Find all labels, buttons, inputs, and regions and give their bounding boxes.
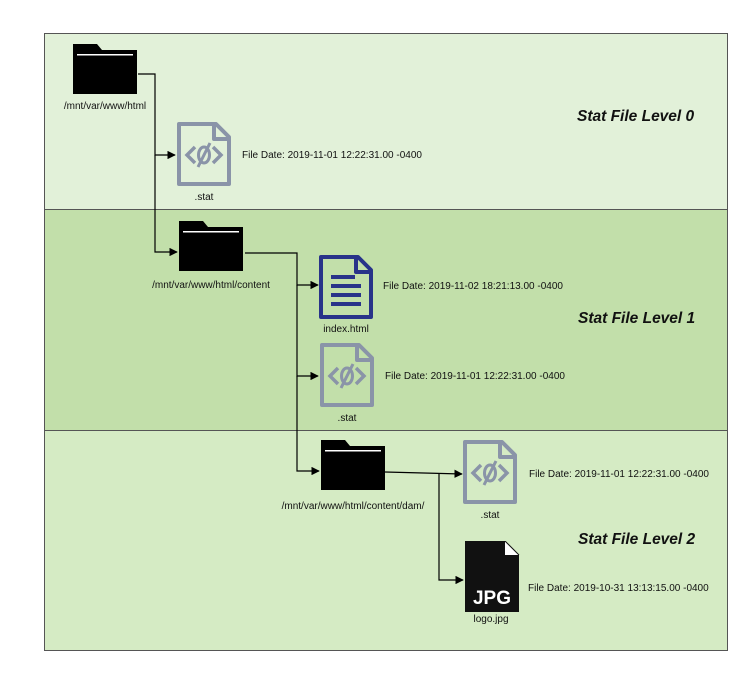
root-folder-icon[interactable] (71, 39, 139, 101)
stat-file-icon[interactable] (176, 121, 232, 192)
dam-folder-icon[interactable] (319, 435, 387, 497)
dam-folder-label: /mnt/var/www/html/content/dam/ (281, 501, 425, 512)
content-folder-icon[interactable] (177, 216, 245, 278)
stat1-label: .stat (337, 413, 357, 424)
stat2-date: File Date: 2019-11-01 12:22:31.00 -0400 (529, 469, 709, 480)
jpg-file-icon[interactable]: JPG (464, 540, 520, 617)
connector-dam-to-logo (438, 473, 464, 585)
root-folder-label: /mnt/var/www/html (63, 101, 147, 112)
level-2-title: Stat File Level 2 (578, 531, 696, 548)
jpg-badge: JPG (473, 588, 511, 609)
stat-file-icon[interactable] (462, 439, 518, 510)
index-html-date: File Date: 2019-11-02 18:21:13.00 -0400 (383, 281, 563, 292)
stat1-date: File Date: 2019-11-01 12:22:31.00 -0400 (385, 371, 565, 382)
level-0-band (44, 33, 728, 210)
connector-content-to-stat1 (296, 285, 319, 381)
logo-jpg-date: File Date: 2019-10-31 13:13:15.00 -0400 (528, 583, 709, 594)
level-1-title: Stat File Level 1 (578, 310, 696, 327)
document-icon[interactable] (318, 254, 374, 325)
connector-root-to-content (154, 155, 178, 257)
stat0-label: .stat (194, 192, 214, 203)
level-0-title: Stat File Level 0 (577, 108, 695, 125)
content-folder-label: /mnt/var/www/html/content (152, 280, 270, 291)
logo-jpg-label: logo.jpg (473, 614, 509, 625)
stat-file-icon[interactable] (319, 342, 375, 413)
level-2-band (44, 430, 728, 651)
level-1-band (44, 209, 728, 431)
connector-dam-to-stat2 (384, 469, 463, 479)
connector-root-to-stat0 (138, 73, 176, 160)
index-html-label: index.html (323, 324, 369, 335)
stat2-label: .stat (480, 510, 500, 521)
connector-content-to-dam (296, 376, 320, 476)
connector-content-to-index (245, 252, 319, 290)
stat0-date: File Date: 2019-11-01 12:22:31.00 -0400 (242, 150, 422, 161)
